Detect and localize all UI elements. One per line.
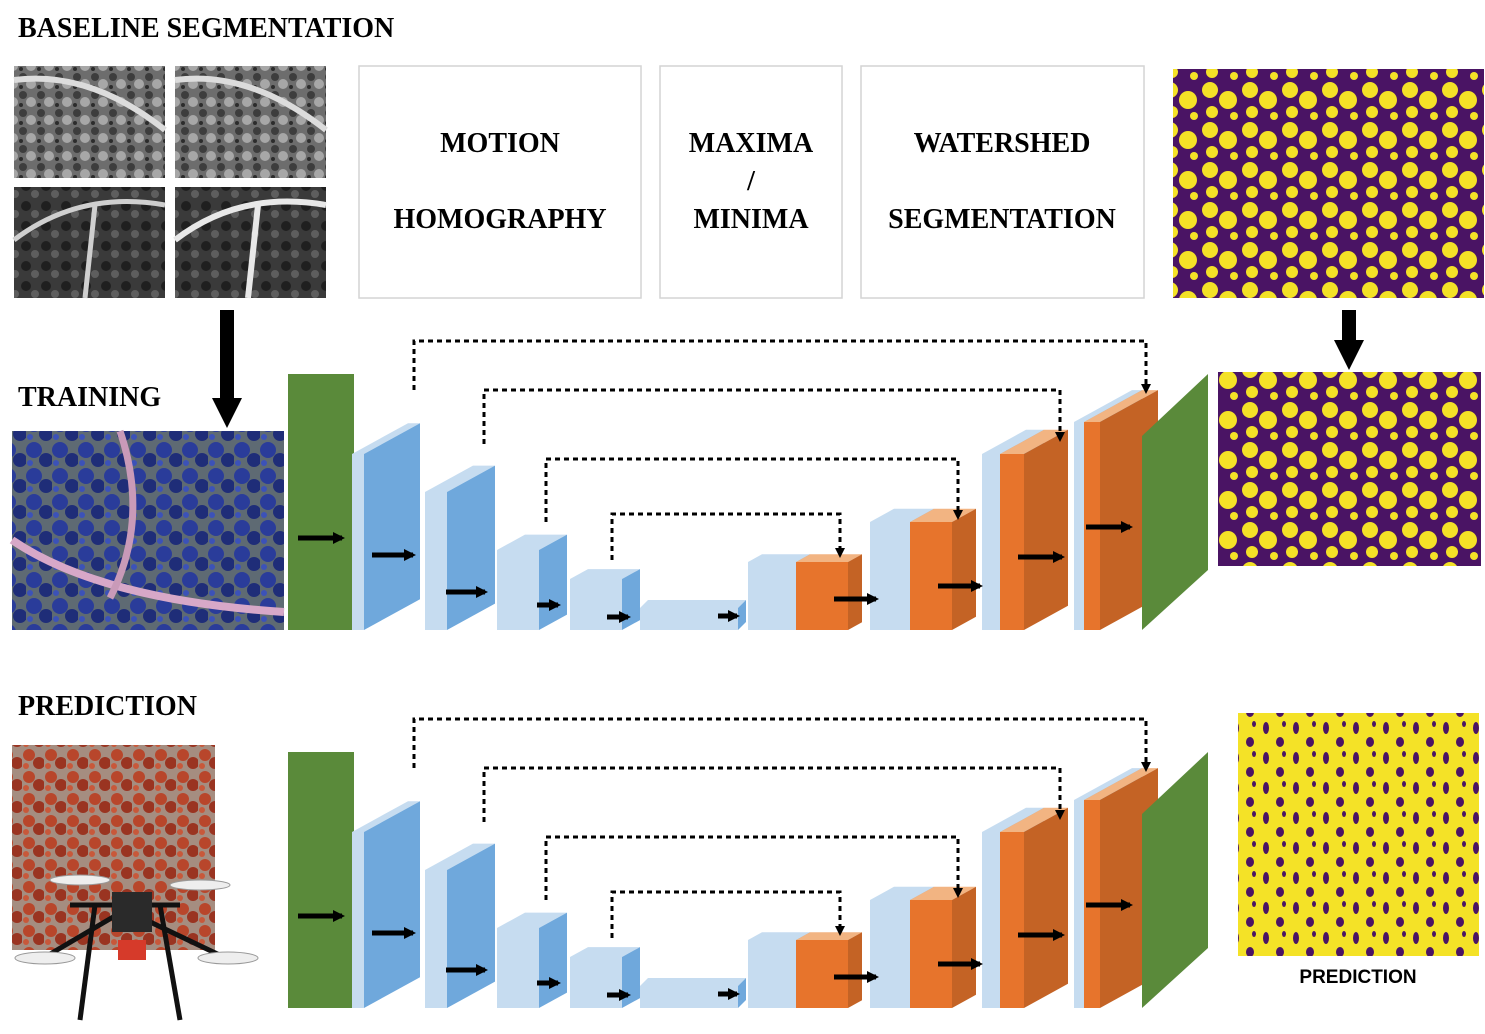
segmentation-mask-icon xyxy=(1238,713,1479,956)
step-label-line: MAXIMA xyxy=(689,128,814,159)
encoder-block xyxy=(425,843,495,1008)
encoder-block xyxy=(570,569,640,630)
baseline-segmentation-title: BASELINE SEGMENTATION xyxy=(18,13,394,44)
output-layer xyxy=(1142,374,1208,630)
decoder-block xyxy=(796,932,862,1008)
skip-connection-arrow xyxy=(412,717,1151,772)
grayscale-aerial-tiles-icon xyxy=(12,66,328,299)
output-layer xyxy=(1142,752,1208,1008)
encoder-block xyxy=(352,801,420,1008)
encoder-block xyxy=(570,947,640,1008)
skip-connection-arrow xyxy=(544,457,963,522)
step-label-line: MOTION xyxy=(440,128,560,159)
decoder-block xyxy=(1000,807,1068,1008)
step-label-line: MINIMA xyxy=(693,204,809,235)
step-label-line: / xyxy=(746,166,756,197)
step-box-motion-homography: MOTION HOMOGRAPHY xyxy=(358,65,642,299)
aerial-rgb-image-icon xyxy=(9,429,285,630)
unet-training-network xyxy=(288,339,1208,630)
decoder-block xyxy=(1000,429,1068,630)
aerial-image-with-drone-icon xyxy=(12,745,259,1021)
segmentation-mask-icon xyxy=(1173,69,1484,298)
skip-connection-arrow xyxy=(544,835,963,900)
prediction-title: PREDICTION xyxy=(18,691,197,722)
decoder-block xyxy=(910,508,976,630)
segmentation-mask-icon xyxy=(1218,372,1481,566)
encoder-block xyxy=(497,912,567,1008)
step-label-line: SEGMENTATION xyxy=(888,204,1116,235)
skip-connection-arrow xyxy=(412,339,1151,394)
bottleneck-block xyxy=(640,600,746,630)
decoder-block xyxy=(796,554,862,630)
encoder-block xyxy=(425,465,495,630)
encoder-block xyxy=(352,423,420,630)
skip-connection-arrow xyxy=(610,512,845,560)
step-box-watershed-segmentation: WATERSHED SEGMENTATION xyxy=(860,65,1145,299)
bottleneck-block xyxy=(640,978,746,1008)
skip-connection-arrow xyxy=(482,766,1065,822)
down-arrow-icon xyxy=(212,310,242,428)
step-label-line: HOMOGRAPHY xyxy=(393,204,606,235)
encoder-block xyxy=(497,534,567,630)
decoder-block xyxy=(910,886,976,1008)
step-label-line: WATERSHED xyxy=(914,128,1091,159)
unet-prediction-network xyxy=(288,717,1208,1008)
prediction-output-label: PREDICTION xyxy=(1299,967,1416,988)
skip-connection-arrow xyxy=(610,890,845,938)
down-arrow-icon xyxy=(1334,310,1364,370)
skip-connection-arrow xyxy=(482,388,1065,444)
step-box-maxima-minima: MAXIMA / MINIMA xyxy=(659,65,843,299)
input-layer xyxy=(288,752,354,1008)
training-title: TRAINING xyxy=(18,382,161,413)
input-layer xyxy=(288,374,354,630)
